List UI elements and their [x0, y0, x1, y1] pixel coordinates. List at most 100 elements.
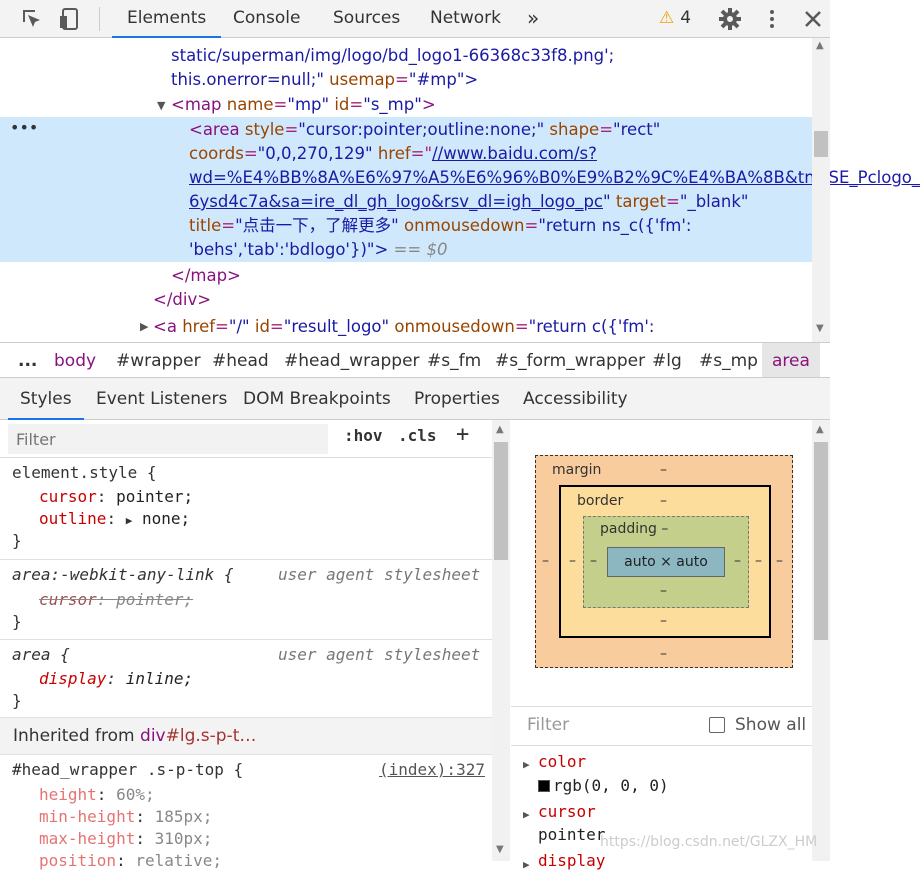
- style-declaration[interactable]: height: 60%;: [39, 785, 155, 804]
- dom-line-area-1[interactable]: <area style="cursor:pointer;outline:none…: [189, 120, 661, 139]
- breadcrumb-area[interactable]: area: [762, 343, 820, 377]
- tab-network[interactable]: Network: [430, 8, 501, 28]
- box-model-content[interactable]: auto × auto: [607, 547, 725, 577]
- warnings-counter[interactable]: ⚠4: [659, 0, 691, 38]
- breadcrumb-s-fm[interactable]: #s_fm: [427, 351, 482, 371]
- styles-filter-input[interactable]: [8, 424, 328, 454]
- breadcrumb-head[interactable]: #head: [212, 351, 269, 371]
- margin-bottom-value[interactable]: –: [660, 646, 667, 662]
- collapse-triangle-icon[interactable]: ▼: [157, 99, 166, 112]
- margin-left-value[interactable]: –: [542, 553, 549, 569]
- breadcrumb-wrapper[interactable]: #wrapper: [116, 351, 201, 371]
- border-bottom-value[interactable]: –: [660, 613, 667, 629]
- dom-line-a[interactable]: <a href="/" id="result_logo" onmousedown…: [153, 317, 655, 336]
- breadcrumb-more[interactable]: ...: [18, 351, 38, 371]
- tab-styles[interactable]: Styles: [8, 378, 84, 420]
- scroll-thumb[interactable]: [494, 442, 508, 560]
- selected-node-highlight[interactable]: [0, 117, 812, 262]
- show-all-label[interactable]: Show all: [735, 715, 807, 735]
- box-model-border[interactable]: border – – – – padding – – – – auto × au…: [559, 485, 771, 638]
- show-all-checkbox[interactable]: [709, 717, 725, 733]
- style-declaration[interactable]: outline: ▶ none;: [39, 509, 191, 528]
- expand-triangle-icon[interactable]: ▶: [523, 808, 530, 821]
- tab-elements[interactable]: Elements: [112, 0, 222, 38]
- computed-property-name[interactable]: cursor: [538, 802, 596, 821]
- breadcrumb-s-form-wrapper[interactable]: #s_form_wrapper: [495, 351, 646, 371]
- dom-line-area-6[interactable]: 'behs','tab':'bdlogo'})"> == $0: [189, 238, 447, 262]
- computed-filter-input[interactable]: Filter: [527, 715, 570, 735]
- breadcrumb-body[interactable]: body: [54, 351, 97, 371]
- tab-console[interactable]: Console: [233, 8, 301, 28]
- tab-dom-breakpoints[interactable]: DOM Breakpoints: [243, 389, 391, 409]
- rule-selector[interactable]: area:-webkit-any-link {: [12, 565, 234, 584]
- dom-line-map[interactable]: <map name="mp" id="s_mp">: [171, 95, 436, 114]
- border-top-value[interactable]: –: [660, 493, 667, 509]
- rule-selector[interactable]: #head_wrapper .s-p-top {: [12, 760, 244, 779]
- scroll-down-arrow-icon[interactable]: ▼: [496, 844, 504, 855]
- dom-line-close-div[interactable]: </div>: [153, 288, 211, 312]
- computed-property-name[interactable]: display: [538, 851, 606, 870]
- scroll-up-arrow-icon[interactable]: ▲: [816, 40, 824, 51]
- padding-top-value[interactable]: –: [661, 521, 669, 537]
- expand-triangle-icon[interactable]: ▶: [140, 320, 149, 333]
- dom-scrollbar[interactable]: ▲ ▼: [812, 38, 830, 342]
- styles-scrollbar[interactable]: ▲ ▼: [492, 420, 510, 861]
- computed-property-name[interactable]: color: [538, 752, 587, 771]
- border-right-value[interactable]: –: [755, 553, 762, 569]
- rule-selector[interactable]: element.style {: [12, 463, 157, 482]
- tab-properties[interactable]: Properties: [414, 389, 500, 409]
- scroll-up-arrow-icon[interactable]: ▲: [816, 424, 824, 435]
- inherited-tag-link[interactable]: div: [140, 726, 166, 746]
- dom-line-area-3[interactable]: wd=%E4%BB%8A%E6%97%A5%E6%96%B0%E9%B2%9C%…: [189, 166, 920, 190]
- href-link-end[interactable]: 6ysd4c7a&sa=ire_dl_gh_logo&rsv_dl=igh_lo…: [189, 192, 604, 211]
- dom-line-src[interactable]: static/superman/img/logo/bd_logo1-66368c…: [171, 44, 614, 68]
- rule-selector[interactable]: area {: [12, 645, 70, 664]
- expand-shorthand-icon[interactable]: ▶: [125, 514, 133, 527]
- inspect-element-icon[interactable]: [20, 7, 44, 31]
- new-rule-plus-icon[interactable]: +: [456, 422, 470, 447]
- padding-right-value[interactable]: –: [734, 553, 741, 569]
- settings-gear-icon[interactable]: [718, 7, 742, 31]
- inherited-selector-link[interactable]: #lg.s-p-t…: [165, 726, 257, 746]
- computed-scrollbar[interactable]: ▲: [812, 420, 830, 861]
- padding-left-value[interactable]: –: [590, 553, 597, 569]
- style-declaration[interactable]: position: relative;: [39, 851, 223, 870]
- href-link-cont[interactable]: wd=%E4%BB%8A%E6%97%A5%E6%96%B0%E9%B2%9C%…: [189, 168, 920, 187]
- rule-source-link[interactable]: (index):327: [379, 760, 485, 779]
- breadcrumb-lg[interactable]: #lg: [652, 351, 682, 371]
- margin-right-value[interactable]: –: [776, 553, 783, 569]
- more-tabs-button[interactable]: »: [527, 6, 540, 30]
- breadcrumb-s-mp[interactable]: #s_mp: [699, 351, 758, 371]
- device-toolbar-icon[interactable]: [58, 7, 82, 31]
- hover-state-button[interactable]: :hov: [344, 426, 383, 445]
- style-declaration[interactable]: display: inline;: [39, 669, 194, 688]
- style-declaration[interactable]: min-height: 185px;: [39, 807, 213, 826]
- dom-line-onerror[interactable]: this.onerror=null;" usemap="#mp">: [171, 70, 479, 89]
- overridden-declaration[interactable]: cursor: pointer;: [39, 590, 194, 609]
- border-left-value[interactable]: –: [569, 553, 576, 569]
- scroll-thumb[interactable]: [814, 442, 828, 640]
- scroll-up-arrow-icon[interactable]: ▲: [496, 424, 504, 435]
- scroll-thumb[interactable]: [814, 131, 828, 157]
- margin-top-value[interactable]: –: [660, 462, 667, 478]
- class-toggle-button[interactable]: .cls: [398, 426, 437, 445]
- box-model-margin[interactable]: margin – – – – border – – – – padding – …: [535, 455, 793, 668]
- dom-line-close-map[interactable]: </map>: [171, 264, 241, 288]
- style-declaration[interactable]: max-height: 310px;: [39, 829, 213, 848]
- dom-line-area-2[interactable]: coords="0,0,270,129" href="//www.baidu.c…: [189, 144, 597, 163]
- style-declaration[interactable]: cursor: pointer;: [39, 487, 194, 506]
- breadcrumb-head-wrapper[interactable]: #head_wrapper: [284, 351, 420, 371]
- tab-event-listeners[interactable]: Event Listeners: [96, 389, 228, 409]
- box-model-padding[interactable]: padding – – – – auto × auto: [583, 516, 749, 608]
- expand-triangle-icon[interactable]: ▶: [523, 858, 530, 871]
- expand-triangle-icon[interactable]: ▶: [523, 758, 530, 771]
- close-icon[interactable]: [801, 7, 825, 31]
- tab-accessibility[interactable]: Accessibility: [523, 389, 628, 409]
- padding-bottom-value[interactable]: –: [660, 583, 667, 599]
- more-options-icon[interactable]: [760, 7, 784, 31]
- node-actions-ellipsis[interactable]: •••: [10, 118, 39, 137]
- scroll-down-arrow-icon[interactable]: ▼: [816, 323, 824, 334]
- href-link[interactable]: //www.baidu.com/s?: [432, 144, 597, 163]
- dom-line-area-4[interactable]: 6ysd4c7a&sa=ire_dl_gh_logo&rsv_dl=igh_lo…: [189, 192, 749, 211]
- tab-sources[interactable]: Sources: [333, 8, 401, 28]
